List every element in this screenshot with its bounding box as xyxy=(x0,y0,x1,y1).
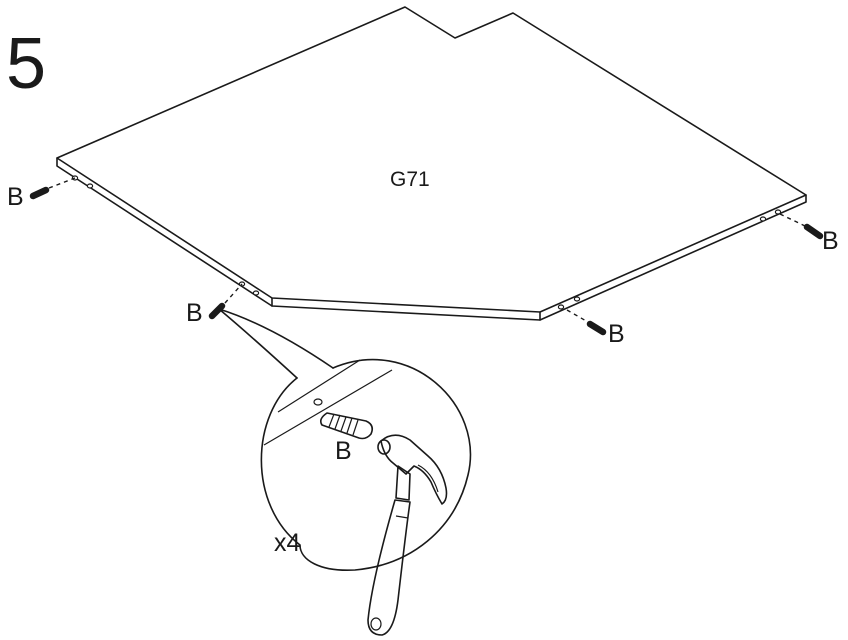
dowel-right xyxy=(779,213,824,240)
dowel-label-right: B xyxy=(822,227,839,255)
dowel-label-detail: B xyxy=(335,437,352,465)
dowel-label-lower-left: B xyxy=(186,299,203,327)
dowel-bottom-right xyxy=(566,309,607,336)
detail-dowel xyxy=(320,412,373,440)
callout-pointer xyxy=(218,308,334,379)
dowel-label-left: B xyxy=(7,183,24,211)
corner-panel-g71 xyxy=(56,6,807,321)
dowel-left xyxy=(29,177,76,200)
panel-label: G71 xyxy=(390,168,430,191)
detail-circle xyxy=(260,358,472,571)
dowel-lower-left xyxy=(208,283,243,320)
step-number: 5 xyxy=(6,24,46,104)
dowel-label-bottom-right: B xyxy=(608,320,625,348)
hammer-icon xyxy=(367,434,448,636)
quantity-label: x4 xyxy=(274,529,301,557)
